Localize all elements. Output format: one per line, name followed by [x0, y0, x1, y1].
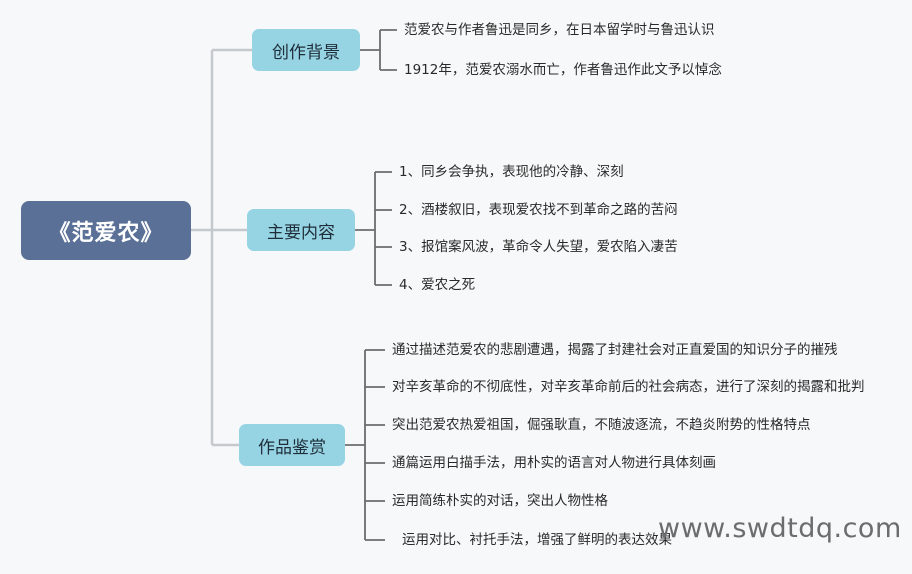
leaf-background-1: 范爱农与作者鲁迅是同乡，在日本留学时与鲁迅认识 — [404, 22, 715, 38]
leaf-connector-3 — [345, 349, 385, 541]
leaf-appreciation-5: 运用简练朴实的对话，突出人物性格 — [392, 493, 608, 509]
branch-appreciation: 作品鉴赏 — [239, 424, 345, 466]
watermark: www.swdtdq.com — [658, 513, 902, 544]
leaf-content-4: 4、爱农之死 — [399, 277, 476, 293]
branch-creation-background: 创作背景 — [252, 29, 360, 71]
leaf-appreciation-3: 突出范爱农热爱祖国，倔强耿直，不随波逐流，不趋炎附势的性格特点 — [392, 417, 811, 433]
leaf-connector-2 — [355, 171, 392, 286]
leaf-appreciation-4: 通篇运用白描手法，用朴实的语言对人物进行具体刻画 — [392, 455, 716, 471]
leaf-content-3: 3、报馆案风波，革命令人失望，爱农陷入凄苦 — [399, 239, 678, 255]
leaf-appreciation-2: 对辛亥革命的不彻底性，对辛亥革命前后的社会病态，进行了深刻的揭露和批判 — [392, 379, 865, 395]
leaf-content-2: 2、酒楼叙旧，表现爱农找不到革命之路的苦闷 — [399, 202, 678, 218]
leaf-background-2: 1912年，范爱农溺水而亡，作者鲁迅作此文予以悼念 — [404, 62, 722, 78]
leaf-connector-1 — [360, 29, 397, 71]
leaf-content-1: 1、同乡会争执，表现他的冷静、深刻 — [399, 164, 624, 180]
leaf-appreciation-6: 运用对比、衬托手法，增强了鲜明的表达效果 — [402, 532, 672, 548]
root-node: 《范爱农》 — [21, 201, 191, 260]
branch-main-content: 主要内容 — [247, 209, 355, 251]
leaf-appreciation-1: 通过描述范爱农的悲剧遭遇，揭露了封建社会对正直爱国的知识分子的摧残 — [392, 342, 838, 358]
